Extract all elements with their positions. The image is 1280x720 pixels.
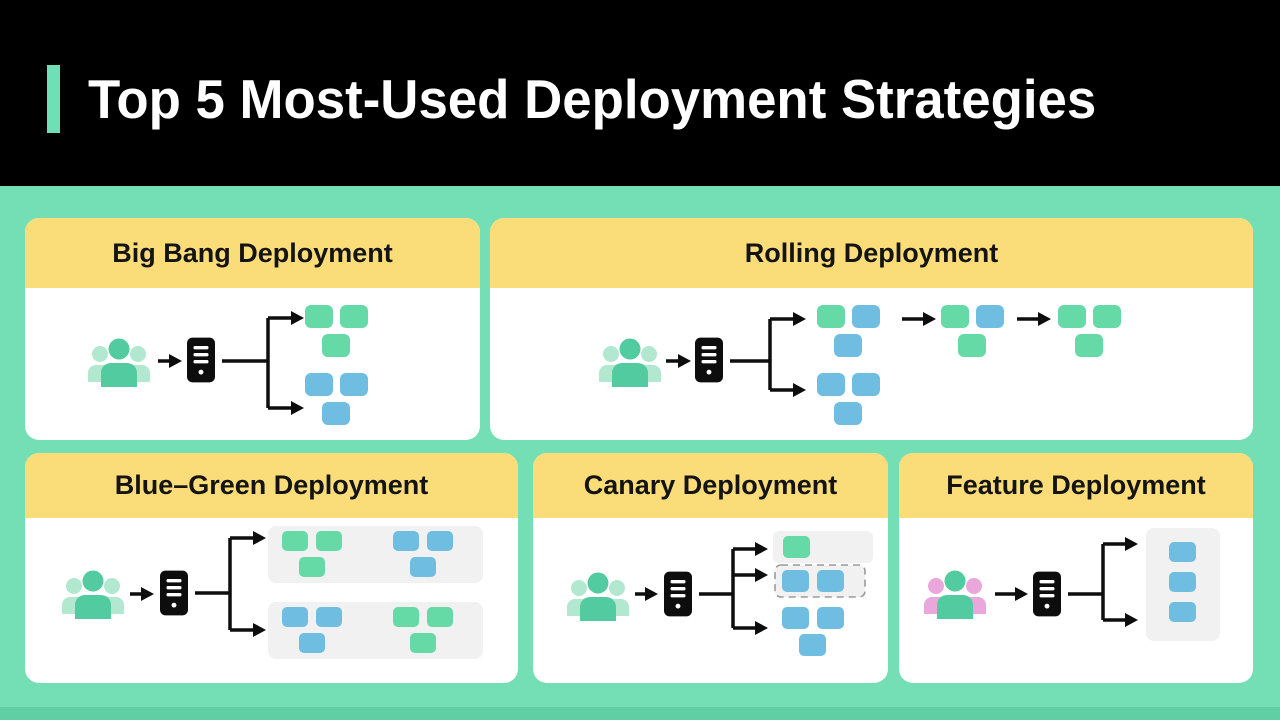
users-icon xyxy=(924,570,986,619)
card-feature-deployment: Feature Deployment xyxy=(899,453,1253,683)
card-header: Rolling Deployment xyxy=(490,218,1253,288)
feature-stack-panel xyxy=(1146,528,1220,641)
server-icon xyxy=(160,570,188,616)
blue-green-diagram xyxy=(25,518,518,683)
card-title: Feature Deployment xyxy=(946,470,1206,500)
blue-version-cluster xyxy=(782,607,844,656)
branch-arrows xyxy=(730,312,806,397)
arrow-right-icon xyxy=(902,312,936,326)
users-icon xyxy=(567,572,629,621)
card-blue-green-deployment: Blue–Green Deployment xyxy=(25,453,518,683)
card-title: Big Bang Deployment xyxy=(112,237,393,268)
environment-panel-top xyxy=(268,526,483,583)
big-bang-diagram xyxy=(25,288,480,440)
arrow-right-icon xyxy=(666,354,691,368)
green-version-cluster xyxy=(282,531,342,577)
branch-arrows xyxy=(195,531,266,637)
arrow-right-icon xyxy=(1017,312,1051,326)
server-icon xyxy=(695,337,723,383)
canary-panel xyxy=(773,531,873,563)
rolling-stage-2-cluster xyxy=(941,305,1004,357)
users-icon xyxy=(62,570,124,619)
rolling-stage-1-cluster xyxy=(817,305,880,357)
blue-version-cluster xyxy=(817,373,880,425)
card-title: Rolling Deployment xyxy=(744,237,999,268)
blue-version-cluster xyxy=(305,373,368,425)
card-header: Blue–Green Deployment xyxy=(25,453,518,518)
arrow-right-icon xyxy=(995,587,1028,601)
card-title: Blue–Green Deployment xyxy=(114,470,429,500)
users-icon xyxy=(599,338,661,387)
card-header: Big Bang Deployment xyxy=(25,218,480,288)
users-icon xyxy=(88,338,150,387)
card-rolling-deployment: Rolling Deployment xyxy=(490,218,1253,440)
bottom-edge-strip xyxy=(0,707,1280,720)
arrow-right-icon xyxy=(158,354,182,368)
page-title: Top 5 Most-Used Deployment Strategies xyxy=(88,68,1097,130)
branch-arrows xyxy=(699,542,768,635)
green-version-cluster xyxy=(305,305,368,357)
green-version-cluster xyxy=(393,607,453,653)
arrow-right-icon xyxy=(635,587,658,601)
blue-version-cluster xyxy=(282,607,342,653)
rolling-diagram xyxy=(490,288,1253,440)
dashed-rollout-panel xyxy=(774,564,866,598)
header-band: Top 5 Most-Used Deployment Strategies xyxy=(0,0,1280,186)
title-accent-bar xyxy=(47,65,60,133)
card-title: Canary Deployment xyxy=(583,470,838,500)
environment-panel-bottom xyxy=(268,602,483,659)
branch-arrows xyxy=(1068,537,1138,627)
blue-version-cluster xyxy=(393,531,453,577)
card-header: Feature Deployment xyxy=(899,453,1253,518)
arrow-right-icon xyxy=(130,587,154,601)
server-icon xyxy=(1033,571,1061,617)
card-header: Canary Deployment xyxy=(533,453,888,518)
card-canary-deployment: Canary Deployment xyxy=(533,453,888,683)
feature-diagram xyxy=(899,518,1253,683)
server-icon xyxy=(664,571,692,617)
canary-diagram xyxy=(533,518,888,683)
server-icon xyxy=(187,337,215,383)
rolling-stage-3-cluster xyxy=(1058,305,1121,357)
card-big-bang-deployment: Big Bang Deployment xyxy=(25,218,480,440)
branch-arrows xyxy=(222,311,304,415)
